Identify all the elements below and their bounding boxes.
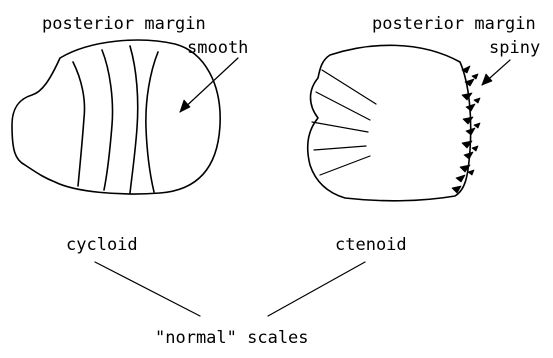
cycloid-to-normal-line [95, 262, 200, 316]
ctenoid-spines [452, 66, 480, 193]
cycloid-outline [12, 40, 220, 194]
cycloid-margin-label-line2: smooth [187, 40, 248, 57]
cycloid-growth-rings [73, 46, 158, 193]
ctenoid-margin-label-line2: spiny [489, 40, 540, 57]
ctenoid-to-normal-line [268, 262, 365, 316]
ctenoid-name-label: ctenoid [335, 237, 407, 254]
normal-scales-label: "normal" scales [155, 330, 309, 347]
cycloid-scale [12, 40, 238, 194]
cycloid-margin-arrow [180, 58, 238, 112]
ctenoid-scale [308, 45, 510, 200]
cycloid-margin-label-line1: posterior margin [42, 16, 206, 33]
ctenoid-radii [312, 70, 376, 175]
cycloid-arrowhead [180, 100, 190, 112]
cycloid-name-label: cycloid [66, 237, 138, 254]
ctenoid-margin-label-line1: posterior margin [372, 16, 536, 33]
ctenoid-outline [308, 45, 471, 200]
grouping-lines [95, 262, 365, 316]
ctenoid-arrowhead [482, 74, 492, 85]
